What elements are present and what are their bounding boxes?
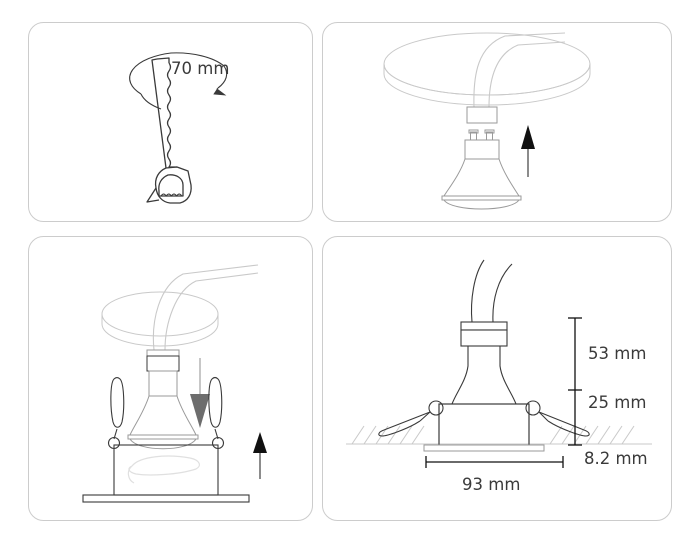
trim-thickness-label: 8.2 mm <box>584 449 648 468</box>
housing-interior-detail <box>127 455 200 484</box>
recess-depth-label: 25 mm <box>588 393 646 412</box>
panel-3-insert-lamp-into-fixture <box>28 236 313 521</box>
lamp-height-label: 53 mm <box>588 344 646 363</box>
up-arrow <box>521 125 535 177</box>
spring-clips <box>378 400 590 437</box>
supply-wires <box>471 259 513 323</box>
trim-flange <box>423 444 545 452</box>
horizontal-dimension-line <box>425 456 564 468</box>
hole-diameter-label: 70 mm <box>171 59 229 78</box>
terminal-block <box>460 321 508 347</box>
fixture-housing <box>82 444 250 503</box>
supply-wires <box>152 264 259 351</box>
gu10-lamp <box>127 370 199 450</box>
hatch-left <box>351 425 425 445</box>
terminal-block <box>466 106 498 124</box>
panel-border <box>28 22 313 222</box>
rotation-arrow-head <box>213 87 227 96</box>
ceiling-disc <box>383 32 591 106</box>
keyhole-saw <box>146 57 192 204</box>
down-arrow <box>190 358 210 428</box>
supply-wires <box>473 32 566 108</box>
hatch-right <box>549 425 635 445</box>
panel-border <box>322 236 672 521</box>
vertical-dimension-line <box>568 317 582 446</box>
panel-border <box>28 236 313 521</box>
panel-4-installed-dimensions: 53 mm 25 mm 8.2 mm 93 mm <box>322 236 672 521</box>
panel-1-cut-ceiling-hole: 70 mm <box>28 22 313 222</box>
panel-2-connect-lamp <box>322 22 672 222</box>
up-arrow <box>253 432 267 479</box>
ceiling-hatching <box>346 425 652 445</box>
gu10-lamp <box>441 129 522 210</box>
terminal-block <box>146 349 180 372</box>
ceiling-hole-ellipse <box>129 52 228 110</box>
trim-diameter-label: 93 mm <box>462 475 520 494</box>
ceiling-disc <box>101 291 219 347</box>
